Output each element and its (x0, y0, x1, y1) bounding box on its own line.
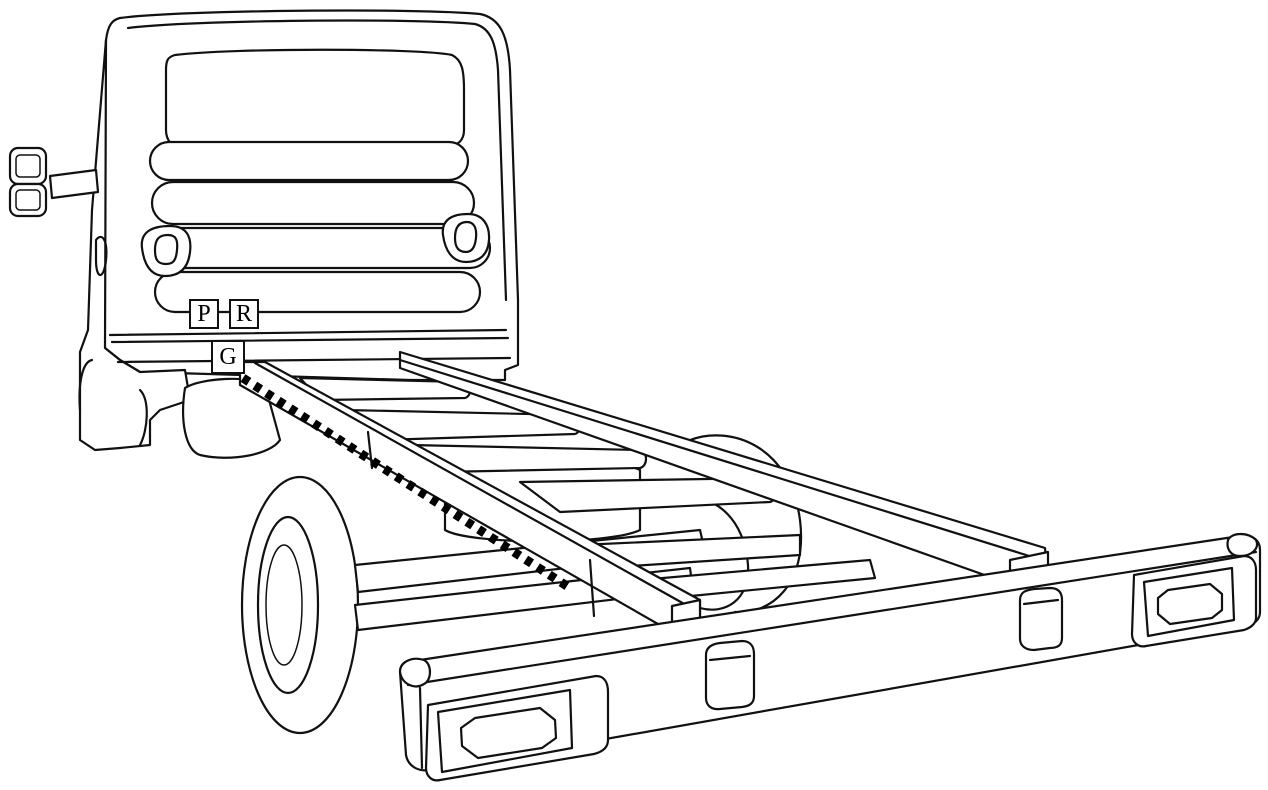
label-p-box: P (189, 299, 219, 329)
crossmembers (298, 376, 877, 602)
rear-bumper (398, 532, 1262, 782)
label-g-box: G (211, 340, 245, 374)
side-mirror (8, 146, 100, 218)
truck-cab (78, 9, 520, 452)
cab-lower-step (138, 388, 148, 447)
rail-marker-dashed-line (240, 374, 573, 592)
label-g-text: G (219, 344, 237, 370)
engine-block (182, 377, 282, 459)
label-r-text: R (235, 301, 252, 327)
left-rear-wheel (240, 475, 360, 735)
label-p-text: P (197, 301, 211, 327)
label-r-box: R (229, 299, 259, 329)
